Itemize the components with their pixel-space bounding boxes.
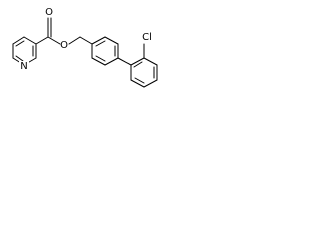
bond [12,36,25,45]
benzene-ring-central [91,36,119,66]
chlorophenyl-ring [130,43,158,88]
chemical-structure-diagram: N O O Cl [12,7,158,88]
double-bond [95,40,106,47]
bond [130,79,145,88]
bond [68,36,81,45]
double-bond [15,40,25,47]
ester-group [35,17,93,45]
bond [35,36,49,45]
double-bond [134,77,145,84]
bond [47,36,61,45]
double-bond [95,55,106,62]
bond [79,36,93,45]
bond [143,57,158,66]
carbonyl-oxygen-label: O [45,7,53,18]
double-bond [15,55,24,62]
biaryl-bond [117,57,132,66]
bond [104,36,119,45]
ester-oxygen-label: O [60,40,68,51]
double-bond [133,61,143,68]
bond [104,57,119,66]
pyridine-nitrogen-label: N [20,61,27,72]
chlorine-label: Cl [142,32,152,43]
label-mask [19,61,29,71]
bond [23,36,37,45]
bond [130,57,145,66]
bond [91,36,106,45]
bond [91,57,106,66]
bond [143,79,158,88]
